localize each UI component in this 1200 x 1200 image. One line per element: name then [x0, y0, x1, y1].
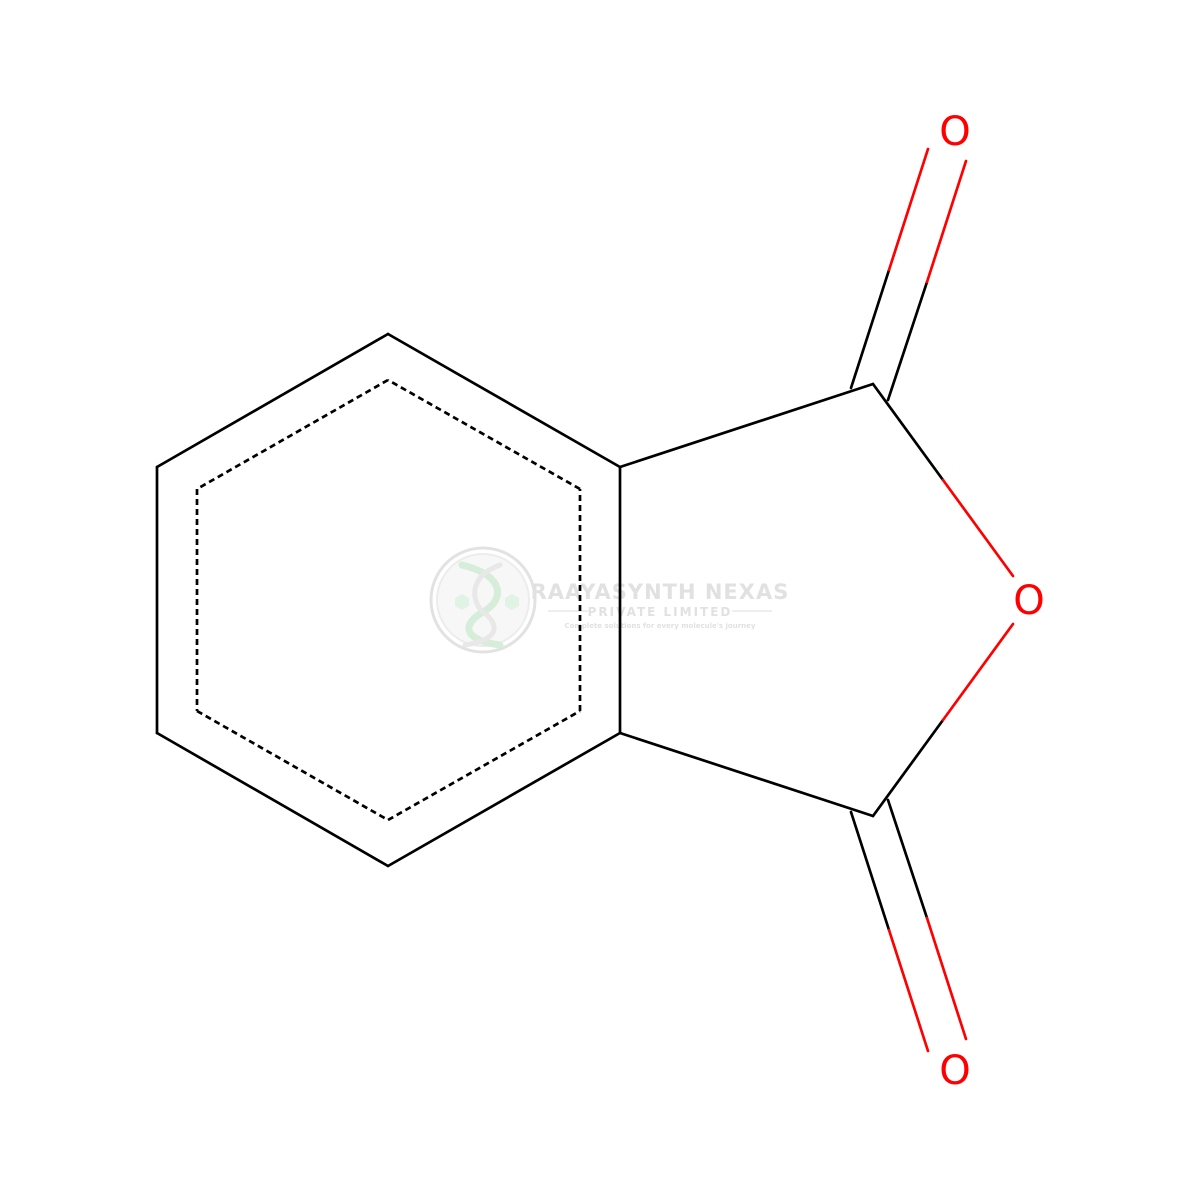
aromatic-ring: [195, 378, 582, 822]
watermark: RAAYASYNTH NEXAS PRIVATE LIMITED Complet…: [429, 546, 790, 654]
bond-c1-c2: [155, 332, 390, 469]
bond-c7-o-half: [871, 382, 945, 482]
watermark-subtitle: PRIVATE LIMITED: [588, 605, 733, 619]
watermark-title: RAAYASYNTH NEXAS: [531, 580, 790, 604]
atom-label-ring-oxygen: O: [1013, 578, 1044, 624]
bond-c8-o-half: [871, 718, 945, 818]
watermark-tagline: Complete solutions for every molecule's …: [565, 622, 756, 630]
aromatic-bond-6: [387, 378, 581, 491]
bond-o-c8-half: [941, 622, 1015, 722]
carbonyl-bottom-bond-b-red: [925, 916, 968, 1041]
carbonyl-top-bond-a-red: [887, 147, 930, 272]
aromatic-bond-1: [196, 378, 389, 491]
dna-helix-logo-icon: [429, 546, 537, 654]
atom-label-carbonyl-oxygen-bottom: O: [939, 1048, 970, 1094]
bond-c5-c8: [618, 731, 875, 818]
carbonyl-top-bond-b-dark: [886, 280, 929, 402]
anhydride-ring: [618, 382, 1015, 818]
bond-c6-c7: [618, 382, 875, 469]
carbonyl-bottom-bond-a-dark: [849, 810, 891, 932]
carbonyl-top-bond-b-red: [925, 159, 968, 284]
carbonyl-top: [849, 147, 968, 402]
bond-o-c7-half: [941, 478, 1015, 578]
bond-c4-c5: [386, 731, 622, 868]
aromatic-bond-4: [387, 709, 581, 822]
carbonyl-bottom-bond-a-red: [887, 928, 930, 1053]
carbonyl-bottom: [849, 798, 968, 1053]
bond-c3-c4: [155, 731, 390, 868]
aromatic-bond-3: [196, 709, 389, 822]
carbonyl-top-bond-a-dark: [849, 268, 891, 390]
benzene-ring: [155, 332, 622, 868]
atom-label-carbonyl-oxygen-top: O: [939, 109, 970, 155]
carbonyl-bottom-bond-b-dark: [886, 798, 929, 920]
bond-c6-c1: [386, 332, 622, 469]
